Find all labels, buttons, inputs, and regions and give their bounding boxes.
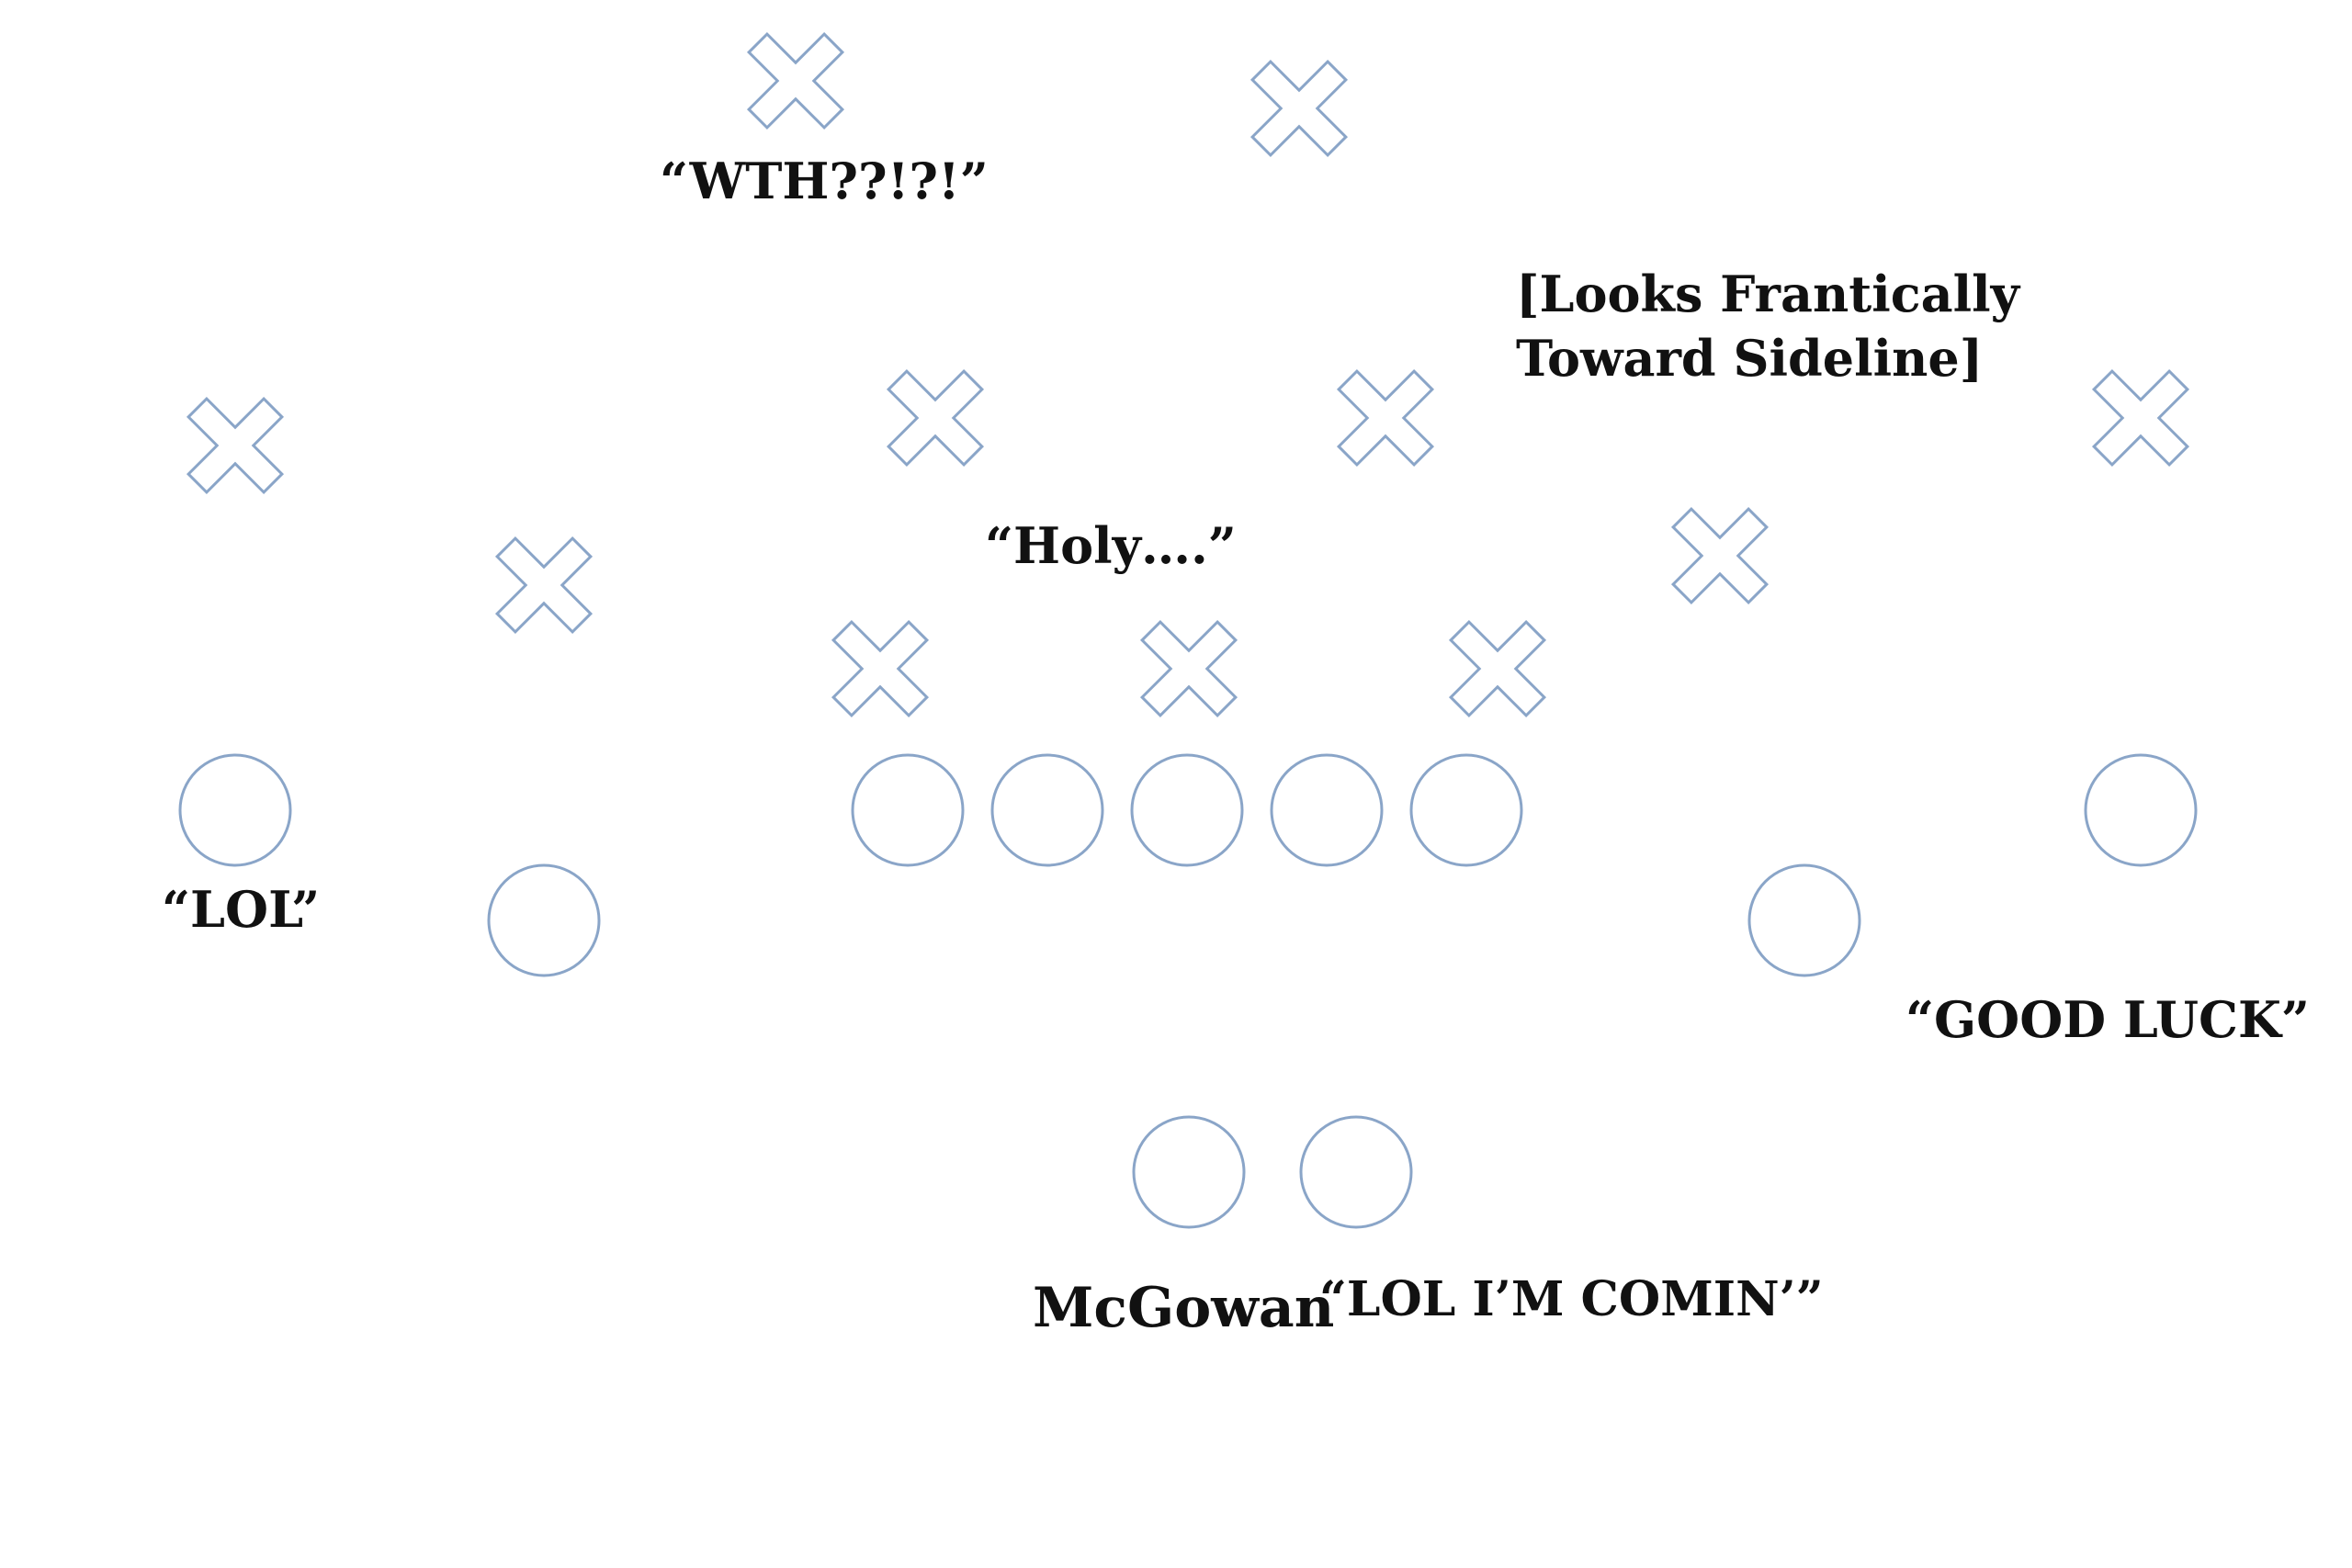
player-o-wide-right bbox=[2084, 753, 2198, 867]
defense-layer bbox=[186, 31, 2190, 718]
defender-x-wide-left bbox=[186, 396, 285, 495]
caption-looks-line1: [Looks Frantically bbox=[1516, 265, 2019, 323]
player-o-slot-left bbox=[487, 863, 601, 977]
defender-x-line-right bbox=[1448, 619, 1547, 718]
defender-x-linebacker-right bbox=[1336, 368, 1435, 468]
player-o-backfield-right bbox=[1299, 1115, 1413, 1229]
defender-x-wide-right bbox=[2091, 368, 2190, 468]
defender-x-deep-left bbox=[746, 31, 845, 130]
player-o-line-1 bbox=[851, 753, 965, 867]
defender-x-line-center bbox=[1139, 619, 1238, 718]
caption-holy: “Holy….” bbox=[985, 516, 1237, 575]
caption-good-luck: “GOOD LUCK” bbox=[1905, 990, 2310, 1049]
caption-wth: “WTH??!?!” bbox=[660, 152, 989, 210]
defender-x-slot-left bbox=[494, 536, 594, 635]
defender-x-slot-right bbox=[1670, 506, 1770, 605]
player-o-wide-left bbox=[178, 753, 292, 867]
player-o-slot-right bbox=[1747, 863, 1861, 977]
defender-x-deep-right bbox=[1250, 59, 1349, 158]
player-o-line-3 bbox=[1130, 753, 1244, 867]
caption-lol: “LOL” bbox=[162, 880, 321, 939]
player-o-backfield-left bbox=[1132, 1115, 1246, 1229]
defender-x-line-left bbox=[831, 619, 930, 718]
offense-layer bbox=[178, 753, 2198, 1229]
player-o-line-5 bbox=[1409, 753, 1523, 867]
caption-mcgowan-quote: “LOL I’M COMIN’” bbox=[1319, 1271, 1824, 1327]
caption-looks-line2: Toward Sideline] bbox=[1516, 329, 1984, 388]
defender-x-linebacker-left bbox=[886, 368, 985, 468]
player-o-line-2 bbox=[990, 753, 1104, 867]
player-o-line-4 bbox=[1270, 753, 1384, 867]
caption-mcgowan-name: McGowan bbox=[1033, 1276, 1335, 1340]
